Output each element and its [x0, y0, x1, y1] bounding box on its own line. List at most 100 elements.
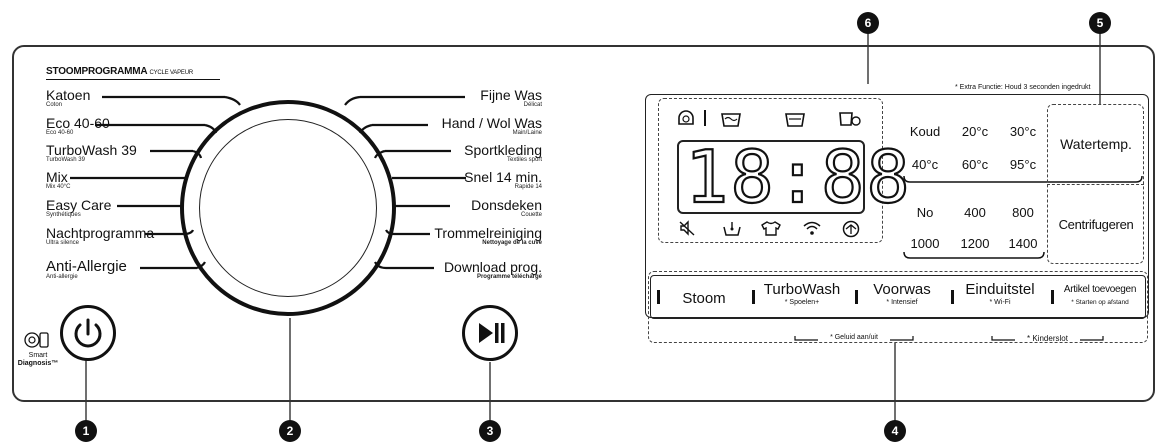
program-sublabel: Main/Laine [512, 130, 542, 136]
program-sublabel: Coton [46, 102, 63, 108]
callout-marker-5: 5 [1089, 12, 1111, 34]
program-label: Fijne Was [480, 87, 542, 103]
artikel-toevoegen-button[interactable]: Artikel toevoegen * Starten op afstand [1056, 278, 1144, 320]
program-easy-care[interactable]: Easy Care Synthétiques [46, 198, 111, 219]
title-underline [46, 79, 220, 80]
program-title-sub: CYCLE VAPEUR [149, 70, 193, 76]
button-indicator [657, 290, 660, 304]
einduitstel-button[interactable]: Einduitstel * Wi-Fi [956, 278, 1044, 320]
program-sublabel: Couette [520, 212, 542, 218]
program-label: Download prog. [443, 259, 542, 275]
program-mix[interactable]: Mix Mix 40°C [46, 170, 70, 191]
power-button[interactable] [60, 305, 116, 361]
control-panel [12, 45, 1155, 402]
spin-option-800: 800 [1012, 205, 1034, 220]
program-sublabel: Synthétiques [46, 212, 81, 218]
program-sublabel: Anti-allergie [46, 274, 78, 280]
remote-start-icon [842, 220, 860, 238]
smart-diagnosis-line2: Diagnosis™ [17, 360, 59, 367]
spin-option-no: No [916, 205, 934, 220]
program-eco-40-60[interactable]: Eco 40-60 Eco 40-60 [46, 116, 110, 137]
temp-option-30: 30°c [1009, 124, 1037, 139]
voorwas-button[interactable]: Voorwas * Intensief [862, 278, 942, 320]
program-title-main: STOOMPROGRAMMA [46, 66, 148, 77]
program-anti-allergie[interactable]: Anti-Allergie Anti-allergie [46, 258, 127, 281]
display-frame [645, 94, 1149, 318]
button-sublabel: * Wi-Fi [989, 299, 1011, 306]
program-label: Trommelreiniging [434, 225, 542, 241]
temp-option-koud: Koud [909, 124, 941, 139]
wifi-icon [803, 221, 821, 235]
temp-option-40: 40°c [911, 157, 939, 172]
callout-marker-1: 1 [75, 420, 97, 442]
smart-diagnosis-line1: Smart [28, 352, 48, 359]
program-snel-14-min[interactable]: Snel 14 min. Rapide 14 [464, 170, 542, 191]
button-sublabel: * Spoelen+ [784, 299, 820, 306]
button-label: Stoom [682, 290, 726, 307]
smart-diagnosis-icon [24, 332, 49, 348]
temp-option-95: 95°c [1009, 157, 1037, 172]
program-download-prog[interactable]: Download prog. Programme téléchargé [444, 260, 542, 281]
power-icon [74, 318, 102, 348]
program-label: Anti-Allergie [46, 258, 127, 275]
program-katoen[interactable]: Katoen Coton [46, 88, 90, 109]
program-sportkleding[interactable]: Sportkleding Textiles sport [464, 143, 542, 164]
program-sublabel: Délicat [523, 102, 542, 108]
program-label: TurboWash 39 [46, 142, 137, 158]
icon-divider [704, 110, 706, 126]
program-donsdeken[interactable]: Donsdeken Couette [471, 198, 542, 219]
button-sublabel: * Starten op afstand [1071, 299, 1129, 306]
program-label: Katoen [46, 87, 91, 103]
function-button-row [650, 275, 1146, 319]
program-label: Nachtprogramma [46, 225, 155, 241]
program-label: Hand / Wol Was [441, 115, 542, 131]
program-sublabel: Rapide 14 [514, 184, 542, 190]
callout-marker-4: 4 [884, 420, 906, 442]
callout-marker-2: 2 [279, 420, 301, 442]
sound-combo-label: * Geluid aan/uit [830, 334, 878, 341]
shirt-icon [761, 221, 781, 236]
rinse-icon [785, 113, 805, 127]
play-pause-icon [479, 323, 505, 343]
turbowash-button[interactable]: TurboWash * Spoelen+ [758, 278, 846, 320]
stoom-button[interactable]: Stoom [664, 278, 744, 320]
spin-button[interactable]: Centrifugeren [1058, 217, 1134, 232]
spin-option-1000: 1000 [910, 236, 940, 251]
display-area [658, 98, 883, 243]
program-hand-wol-was[interactable]: Hand / Wol Was Main/Laine [442, 116, 542, 137]
water-temp-button[interactable]: Watertemp. [1060, 136, 1132, 152]
program-sublabel: Textiles sport [506, 157, 542, 163]
program-label: Mix [46, 169, 68, 185]
smart-diagnosis-label: Smart Diagnosis™ [14, 352, 62, 368]
button-label: TurboWash [763, 281, 841, 298]
program-sublabel: TurboWash 39 [46, 157, 85, 163]
program-nachtprogramma[interactable]: Nachtprogramma Ultra silence [46, 226, 154, 247]
spin-option-1400: 1400 [1008, 236, 1038, 251]
program-label: Eco 40-60 [46, 115, 110, 131]
program-sublabel: Ultra silence [46, 240, 80, 246]
program-dial-knob[interactable] [199, 119, 377, 297]
callout-marker-6: 6 [857, 12, 879, 34]
program-label: Sportkleding [464, 142, 542, 158]
program-label: Donsdeken [471, 197, 542, 213]
button-indicator [752, 290, 755, 304]
program-turbowash-39[interactable]: TurboWash 39 TurboWash 39 [46, 143, 137, 164]
program-sublabel: Eco 40-60 [46, 130, 74, 136]
start-pause-button[interactable] [462, 305, 518, 361]
button-label: Artikel toevoegen [1063, 284, 1137, 295]
program-dial[interactable] [180, 100, 396, 316]
spin-option-400: 400 [964, 205, 986, 220]
button-indicator [1051, 290, 1054, 304]
temp-spin-divider [1047, 184, 1144, 185]
program-label: Easy Care [46, 197, 112, 213]
program-fijne-was[interactable]: Fijne Was Délicat [480, 88, 542, 109]
extra-function-note: * Extra Functie: Houd 3 seconden ingedru… [955, 84, 1091, 91]
digit-display [677, 140, 865, 214]
function-button-group [648, 271, 1148, 343]
mute-icon [679, 220, 695, 236]
tub-wash-icon [721, 113, 741, 127]
program-trommelreiniging[interactable]: Trommelreiniging Nettoyage de la cuve [434, 226, 542, 247]
button-sublabel: * Intensief [886, 299, 918, 306]
temp-option-60: 60°c [961, 157, 989, 172]
